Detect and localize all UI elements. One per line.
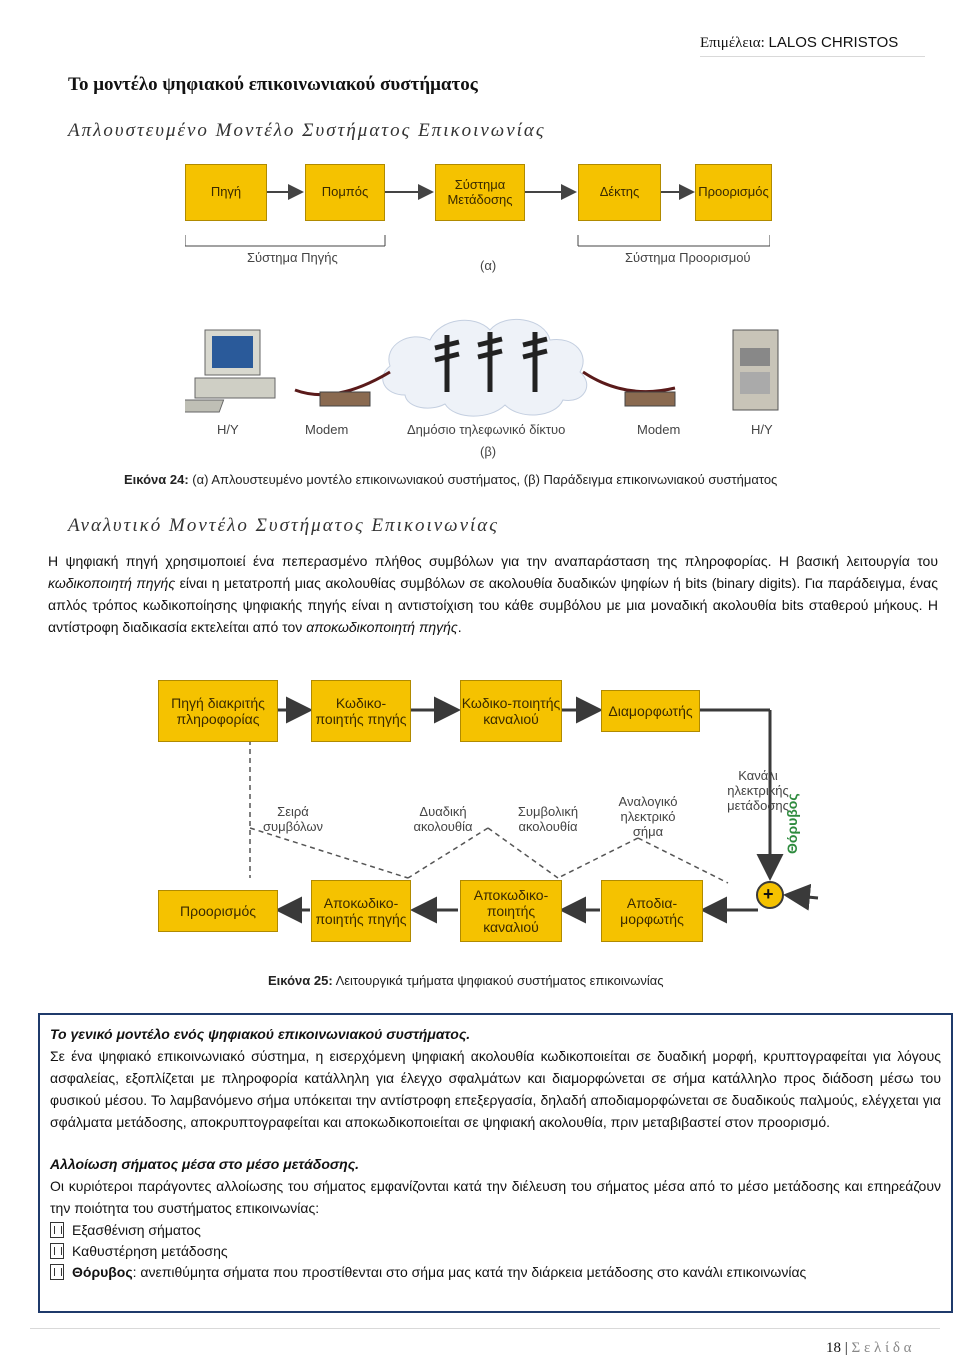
caption-24-label: Εικόνα 24: <box>124 472 189 487</box>
label-part-a: (α) <box>480 258 497 273</box>
header-credit: Επιμέλεια: LALOS CHRISTOS <box>700 34 898 52</box>
page-title: Το μοντέλο ψηφιακού επικοινωνιακού συστή… <box>68 74 478 95</box>
header-rule <box>700 56 925 57</box>
plus-circle-icon <box>756 881 784 909</box>
label-telephone-network: Δημόσιο τηλεφωνικό δίκτυο <box>407 422 566 437</box>
heading-signal-distortion: Αλλοίωση σήματος μέσα στο μέσο μετάδοσης… <box>50 1156 360 1172</box>
paragraph-signal-distortion: Οι κυριότεροι παράγοντες αλλοίωσης του σ… <box>50 1178 941 1216</box>
caption-figure-24: Εικόνα 24: (α) Απλουστευμένο μοντέλο επι… <box>124 472 777 487</box>
para-part-3: . <box>457 619 462 635</box>
figure-24a: Πηγή Πομπός Σύστημα Μετάδοσης Δέκτης Προ… <box>185 162 772 284</box>
page-number: 18 <box>826 1340 841 1356</box>
modem-icon <box>624 391 676 407</box>
label-modem-right: Modem <box>637 422 681 437</box>
list-item: Εξασθένιση σήματος <box>50 1219 941 1240</box>
label-analog-signal: Αναλογικό ηλεκτρικό σήμα <box>618 794 678 839</box>
label-transmission-channel: Κανάλι ηλεκτρικής μετάδοσης <box>727 768 789 813</box>
list-item: Καθυστέρηση μετάδοσης <box>50 1240 941 1261</box>
para-part-2: είναι η μετατροπή μιας ακολουθίας συμβόλ… <box>48 575 938 635</box>
label-symbolic-sequence: Συμβολική ακολουθία <box>517 804 579 834</box>
caption-figure-25: Εικόνα 25: Λειτουργικά τμήματα ψηφιακού … <box>268 973 664 988</box>
label-source-system: Σύστημα Πηγής <box>247 250 338 265</box>
plus-symbol: + <box>763 884 774 904</box>
computer-icon <box>148 329 276 413</box>
header-prefix: Επιμέλεια: <box>700 35 765 51</box>
list-item-text: : ανεπιθύμητα σήματα που προστίθενται στ… <box>132 1263 807 1280</box>
para-part-1: Η ψηφιακή πηγή χρησιμοποιεί ένα πεπερασμ… <box>48 553 938 569</box>
telephone-pole-icon <box>434 332 548 392</box>
server-icon <box>732 329 779 411</box>
label-destination-system: Σύστημα Προορισμού <box>625 250 751 265</box>
list-item-text: Καθυστέρηση μετάδοσης <box>72 1242 228 1259</box>
bullet-icon <box>50 1263 64 1280</box>
figure-25: + Πηγή διακριτής πληροφορίας Κωδικο-ποιη… <box>158 678 848 960</box>
box-source-decoder: Αποκωδικο-ποιητής πηγής <box>311 880 411 942</box>
section-heading-analytic-model: Αναλυτικό Μοντέλο Συστήματος Επικοινωνία… <box>68 515 499 536</box>
section-paragraph-analytic-model: Η ψηφιακή πηγή χρησιμοποιεί ένα πεπερασμ… <box>48 550 938 638</box>
box-modulator: Διαμορφωτής <box>601 690 700 732</box>
bullet-icon <box>50 1242 64 1259</box>
label-noise: Θόρυβος <box>784 793 800 854</box>
para-emphasis-source-decoder: αποκωδικοποιητή πηγής <box>306 619 458 635</box>
figure-24a-arrows <box>185 184 770 247</box>
label-symbol-sequence: Σειρά συμβόλων <box>262 804 324 834</box>
box-demodulator: Αποδια-μορφωτής <box>601 880 703 942</box>
para-emphasis-source-encoder: κωδικοποιητή πηγής <box>48 575 176 591</box>
info-frame: Το γενικό μοντέλο ενός ψηφιακού επικοινω… <box>38 1013 953 1313</box>
box-receiver: Δέκτης <box>578 164 661 221</box>
label-binary-sequence: Δυαδική ακολουθία <box>413 804 473 834</box>
heading-general-model: Το γενικό μοντέλο ενός ψηφιακού επικοινω… <box>50 1026 471 1042</box>
box-channel-decoder: Αποκωδικο-ποιητής καναλιού <box>460 880 562 942</box>
list-item-bold: Θόρυβος <box>72 1263 133 1280</box>
label-part-b: (β) <box>480 444 497 459</box>
footer-rule <box>30 1328 940 1329</box>
figure-24b-drawing <box>148 318 779 417</box>
page-footer: 18 | Σ ε λ ί δ α <box>826 1340 912 1357</box>
footer-page-word: Σ ε λ ί δ α <box>851 1340 912 1356</box>
box-discrete-source: Πηγή διακριτής πληροφορίας <box>158 680 278 742</box>
box-channel-encoder: Κωδικο-ποιητής καναλιού <box>460 680 562 742</box>
box-source: Πηγή <box>185 164 267 221</box>
label-pc-right: Η/Υ <box>751 422 773 437</box>
box-source-encoder: Κωδικο-ποιητής πηγής <box>311 680 411 742</box>
caption-25-text: Λειτουργικά τμήματα ψηφιακού συστήματος … <box>332 973 664 988</box>
modem-icon <box>319 391 371 407</box>
box-destination: Προορισμός <box>695 164 772 221</box>
cloud-icon <box>382 318 587 417</box>
box-transmission-system: Σύστημα Μετάδοσης <box>435 164 525 221</box>
box-destination: Προορισμός <box>158 890 278 932</box>
label-pc-left: Η/Υ <box>217 422 239 437</box>
caption-25-label: Εικόνα 25: <box>268 973 333 988</box>
paragraph-general-model: Σε ένα ψηφιακό επικοινωνιακό σύστημα, η … <box>50 1048 941 1130</box>
caption-24-text: (α) Απλουστευμένο μοντέλο επικοινωνιακού… <box>188 472 778 487</box>
header-author: LALOS CHRISTOS <box>768 34 899 51</box>
footer-separator: | <box>844 1340 848 1356</box>
label-modem-left: Modem <box>305 422 349 437</box>
list-item: Θόρυβος: ανεπιθύμητα σήματα που προστίθε… <box>50 1261 941 1282</box>
box-transmitter: Πομπός <box>305 164 385 221</box>
figure-25-arrows <box>249 696 819 924</box>
bullet-icon <box>50 1221 64 1238</box>
figure-24b: Η/Υ Modem Δημόσιο τηλεφωνικό δίκτυο Mode… <box>148 300 785 465</box>
list-item-text: Εξασθένιση σήματος <box>72 1221 201 1238</box>
page-subtitle: Απλουστευμένο Μοντέλο Συστήματος Επικοιν… <box>68 120 546 141</box>
